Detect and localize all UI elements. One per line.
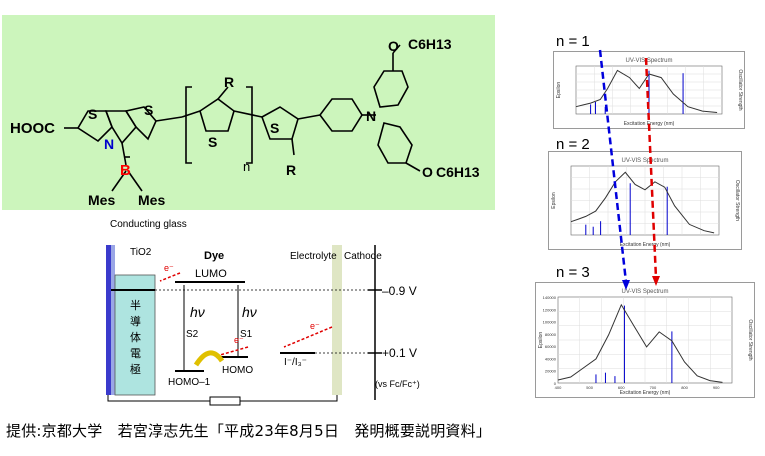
y-tick-label: 40000	[545, 356, 557, 361]
boron-label: B	[120, 162, 131, 179]
y-tick-label: 80000	[545, 332, 557, 337]
lumo-label: LUMO	[195, 268, 227, 280]
sulfur-label: S	[144, 102, 153, 118]
conducting-glass-label: Conducting glass	[110, 219, 187, 230]
redox-label: I⁻/I₃⁻	[284, 357, 307, 368]
semiconductor-electrode-label: 半 導 体 電 極	[130, 298, 141, 376]
oxygen-label: O	[422, 164, 433, 180]
y-tick-label: 0	[554, 381, 557, 386]
x-tick-label: 700	[650, 385, 657, 390]
x-tick-label: 400	[555, 385, 562, 390]
electrolyte-label: Electrolyte	[290, 251, 337, 262]
x-tick-label: 900	[713, 385, 720, 390]
r-label: R	[286, 162, 296, 178]
svg-text:電: 電	[130, 347, 141, 360]
y-tick-label: 140000	[543, 295, 557, 300]
homo-label: HOMO	[222, 365, 253, 376]
conducting-glass-bar	[106, 245, 111, 395]
mes-label-2: Mes	[138, 192, 165, 208]
panel-label-n1: n = 1	[556, 33, 590, 50]
y-tick-label: 120000	[543, 307, 557, 312]
tio2-block	[114, 274, 156, 396]
sulfur-label: S	[88, 106, 97, 122]
spectrum-ylabel: Epsilon	[538, 332, 544, 349]
hexyl-label: C6H13	[436, 164, 480, 180]
nitrogen-label: N	[104, 136, 114, 152]
panel-label-n3: n = 3	[556, 264, 590, 281]
hexyl-label: C6H13	[408, 36, 452, 52]
hv-label: hν	[242, 304, 257, 320]
spectrum-xlabel: Excitation Energy (nm)	[620, 242, 671, 248]
x-tick-label: 500	[586, 385, 593, 390]
cathode-label: Cathode	[344, 251, 382, 262]
x-tick-label: 800	[681, 385, 688, 390]
homo-level-label: +0.1 V	[382, 346, 417, 360]
spectrum-title: UV-VIS Spectrum	[621, 158, 668, 164]
spectrum-ylabel: Epsilon	[556, 82, 562, 99]
panel-label-n2: n = 2	[556, 136, 590, 153]
x-tick-label: 600	[618, 385, 625, 390]
energy-diagram: Conducting glass TiO2 Dye Electrolyte Ca…	[106, 219, 420, 406]
spectrum-line	[557, 303, 723, 383]
molecule-structure: HOOC S S N B Mes Mes S R n S R N O C6H13…	[10, 36, 480, 208]
homo-minus1-label: HOMO–1	[168, 377, 211, 388]
electron-label: e⁻	[164, 263, 174, 273]
spectrum-title: UV-VIS Spectrum	[621, 289, 668, 295]
y-tick-label: 20000	[545, 369, 557, 374]
spectrum-line	[570, 171, 715, 234]
s2-label: S2	[186, 329, 199, 340]
hole-transfer-arrow	[193, 350, 225, 367]
sulfur-label: S	[208, 134, 217, 150]
spectrum-xlabel: Excitation Energy (nm)	[620, 390, 671, 396]
hv-label: hν	[190, 304, 205, 320]
s1-label: S1	[240, 329, 253, 340]
spectrum-ylabel-right: Oscillator Strength	[734, 180, 740, 221]
oxygen-label: O	[388, 38, 399, 54]
spectrum-title: UV-VIS Spectrum	[625, 58, 672, 64]
spectrum-ylabel-right: Oscillator Strength	[737, 69, 743, 110]
repeat-label: n	[243, 159, 250, 174]
svg-text:極: 極	[130, 362, 141, 376]
electron-label: e⁻	[310, 321, 320, 331]
spectrum-ylabel: Epsilon	[551, 192, 557, 209]
reference-label: (vs Fc/Fc⁺)	[375, 379, 420, 389]
spectrum-ylabel-right: Oscillator Strength	[747, 319, 753, 360]
svg-text:導: 導	[130, 314, 141, 328]
dye-label: Dye	[204, 250, 224, 262]
source-caption: 提供:京都大学 若宮淳志先生「平成23年8月5日 発明概要説明資料」	[6, 422, 492, 440]
r-label: R	[224, 74, 234, 90]
mes-label-1: Mes	[88, 192, 115, 208]
cathode-bar	[332, 245, 342, 395]
svg-text:半: 半	[130, 298, 141, 312]
sulfur-label: S	[270, 120, 279, 136]
electron-label: e⁻	[234, 335, 244, 345]
peak-correlation-arrows	[598, 49, 660, 290]
nitrogen-label: N	[366, 108, 376, 124]
tio2-label: TiO2	[130, 247, 152, 258]
y-tick-label: 60000	[545, 344, 557, 349]
y-tick-label: 100000	[543, 320, 557, 325]
spectrum-line	[575, 69, 718, 113]
acid-label: HOOC	[10, 120, 55, 137]
lumo-level-label: –0.9 V	[382, 284, 417, 298]
svg-text:体: 体	[130, 330, 141, 344]
molecule-panel	[2, 15, 495, 210]
